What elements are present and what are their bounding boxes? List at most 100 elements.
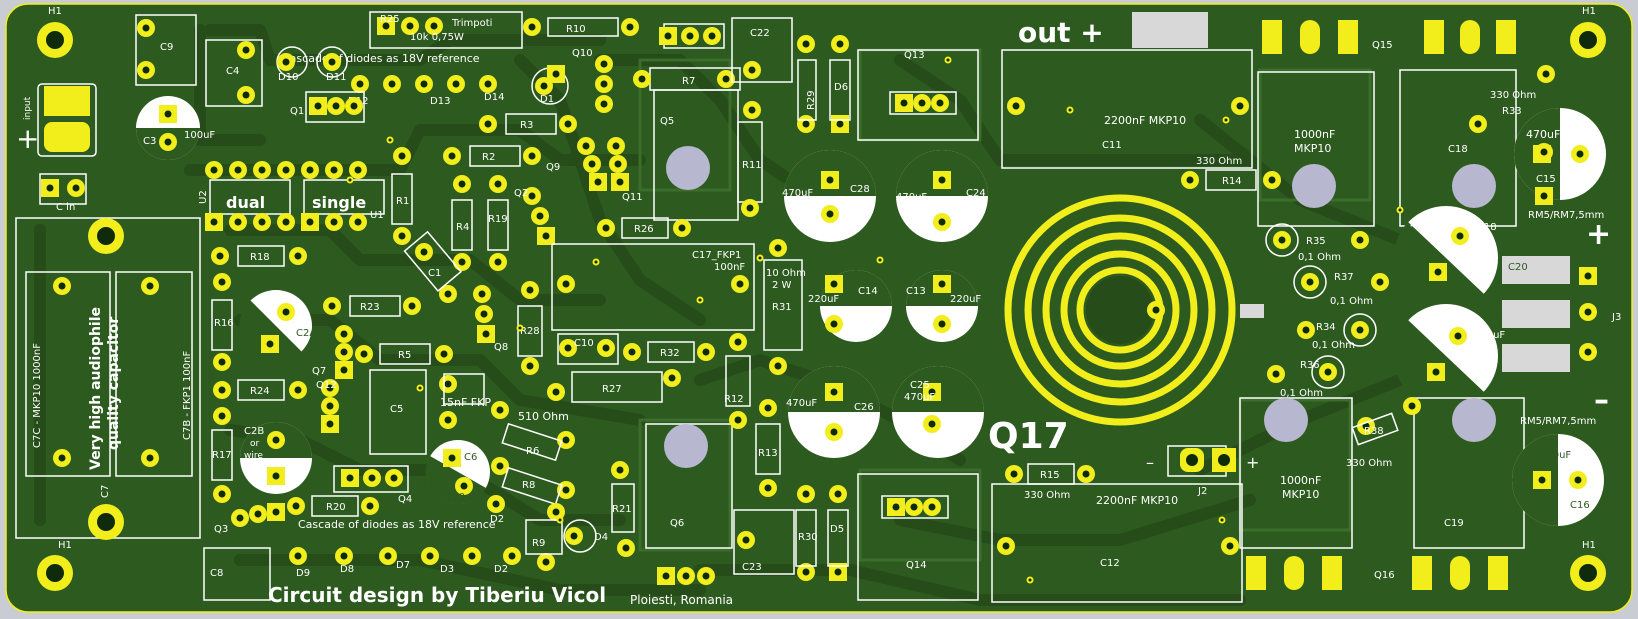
refs-c28-label: C28 — [850, 184, 870, 195]
refs-c19-label: C19 — [1444, 518, 1464, 529]
inductor-spiral — [1004, 194, 1236, 426]
refs-c2a-label: C2A — [296, 328, 316, 339]
refs-q7-label: Q7 — [312, 366, 326, 377]
refs-r12-label: R12 — [724, 394, 744, 405]
out-minus-sign: – — [1594, 383, 1609, 418]
refs-r27-label: R27 — [602, 384, 622, 395]
refs-d9-label: D9 — [296, 568, 310, 579]
refs-q3-label: Q3 — [214, 524, 228, 535]
input-plus: + — [16, 122, 39, 155]
refs-c20-label: C20 — [1508, 262, 1528, 273]
refs-u1-label: U1 — [370, 210, 384, 221]
text-c17-label-label: C17_FKP1 — [692, 250, 741, 261]
refs-r2-label: R2 — [482, 152, 495, 163]
text-uf220-label: 220uF — [950, 294, 981, 305]
text-c7c-label: C7C - MKP10 1000nF — [32, 343, 43, 448]
text-mkp-top-label: 1000nF — [1294, 128, 1335, 141]
refs-q13-label: Q13 — [904, 50, 925, 61]
text-r25-value-label: 10k 0,75W — [410, 32, 464, 43]
refs-q12-label: Q12 — [316, 380, 337, 391]
refs-r11-label: R11 — [742, 160, 762, 171]
cap-note-2: quality capacitor — [106, 317, 122, 450]
u1-outline — [303, 179, 385, 215]
refs-d8-label: D8 — [340, 564, 354, 575]
refs-c17-label: C17 — [1490, 318, 1510, 329]
refs-r4-label: R4 — [456, 222, 469, 233]
text-c17-value-label: 100nF — [714, 262, 745, 273]
h1-label-br: H1 — [1582, 540, 1596, 551]
text-r33-value-label: 330 Ohm — [1490, 90, 1536, 101]
text-mkp-bottom-2-label: MKP10 — [1282, 488, 1319, 501]
text-trimpoti-label: Trimpoti — [451, 18, 492, 29]
refs-r21-label: R21 — [612, 504, 632, 515]
out-plus-sign: + — [1586, 217, 1611, 252]
refs-r8-label: R8 — [522, 480, 535, 491]
refs-r36-label: R36 — [1300, 360, 1320, 371]
refs-r7-label: R7 — [682, 76, 695, 87]
text-uf470-label: 470uF — [782, 188, 813, 199]
refs-r18-label: R18 — [250, 252, 270, 263]
refs-q16-label: Q16 — [1374, 570, 1395, 581]
diode-note-bottom: Cascade of diodes as 18V reference — [298, 518, 496, 531]
text-rm-top-label: RM5/RM7,5mm — [1528, 210, 1604, 221]
refs-q2-label: Q2 — [514, 188, 528, 199]
h1-label-bl: H1 — [58, 540, 72, 551]
refs-r9-label: R9 — [532, 538, 545, 549]
refs-c15-label: C15 — [1536, 174, 1556, 185]
text-j2-label: J2 — [1197, 486, 1207, 497]
text-c2b-note-2-label: wire — [244, 451, 263, 461]
refs-d2-label: D2 — [490, 514, 504, 525]
text-j3-label: J3 — [1611, 312, 1621, 323]
design-credit: Circuit design by Tiberiu Vicol — [268, 583, 606, 607]
refs-c23-label: C23 — [742, 562, 762, 573]
refs-r29-label: R29 — [806, 90, 817, 110]
text-c11-value-label: 2200nF MKP10 — [1104, 114, 1186, 127]
refs-c1-label: C1 — [428, 268, 441, 279]
text-c5-value-label: 15nF FKP — [440, 396, 491, 409]
refs-r6-label: R6 — [526, 446, 539, 457]
refs-c6-label: C6 — [464, 452, 477, 463]
c-in-label: C in — [56, 202, 75, 213]
text-mkp-top-2-label: MKP10 — [1294, 142, 1331, 155]
refs-c24-label: C24 — [966, 188, 986, 199]
text-c3-value-label: 100uF — [184, 130, 215, 141]
refs-c20-label: C20 — [1496, 280, 1516, 291]
h1-label-tr: H1 — [1582, 6, 1596, 17]
text-c12-value-label: 2200nF MKP10 — [1096, 494, 1178, 507]
refs-c14-label: C14 — [858, 286, 878, 297]
refs-d7-label: D7 — [396, 560, 410, 571]
refs-r19-label: R19 — [488, 214, 508, 225]
refs-c26-label: C26 — [854, 402, 874, 413]
refs-c11-label: C11 — [1102, 140, 1122, 151]
refs-c9-label: C9 — [160, 42, 173, 53]
refs-r1-label: R1 — [396, 196, 409, 207]
text-uf470-label: 470uF — [896, 192, 927, 203]
h1-label-tl: H1 — [48, 6, 62, 17]
text-uf470-label: 470uF — [786, 398, 817, 409]
refs-d4-label: D4 — [594, 532, 608, 543]
refs-c16-label: C16 — [1570, 500, 1590, 511]
refs-q18-label: Q18 — [1476, 222, 1497, 233]
refs-c18-label: C18 — [1448, 144, 1468, 155]
refs-c4-label: C4 — [226, 66, 239, 77]
text-c6-value-label: 100uF — [446, 492, 477, 503]
cap-note-1: Very high audiophile — [88, 307, 104, 470]
refs-r15-label: R15 — [1040, 470, 1060, 481]
refs-r13-label: R13 — [758, 448, 778, 459]
diode-note-top: Cascade of diodes as 18V reference — [282, 52, 480, 65]
refs-d13-label: D13 — [430, 96, 450, 107]
refs-r23-label: R23 — [360, 302, 380, 313]
refs-q11-label: Q11 — [622, 192, 643, 203]
q17-label: Q17 — [988, 416, 1069, 457]
refs-q1-label: Q1 — [290, 106, 304, 117]
electrolytic-caps — [784, 150, 988, 458]
refs-q4-label: Q4 — [398, 494, 412, 505]
refs-d1-label: D1 — [540, 94, 554, 105]
refs-d14-label: D14 — [484, 92, 504, 103]
text-r6-value-label: 510 Ohm — [518, 410, 569, 423]
refs-r38-label: R38 — [1364, 426, 1384, 437]
text-mkp-bottom-label: 1000nF — [1280, 474, 1321, 487]
text-plus-label: + — [1246, 453, 1259, 472]
text-r31-value-1-label: 10 Ohm — [766, 268, 806, 279]
refs-q15-label: Q15 — [1372, 40, 1393, 51]
